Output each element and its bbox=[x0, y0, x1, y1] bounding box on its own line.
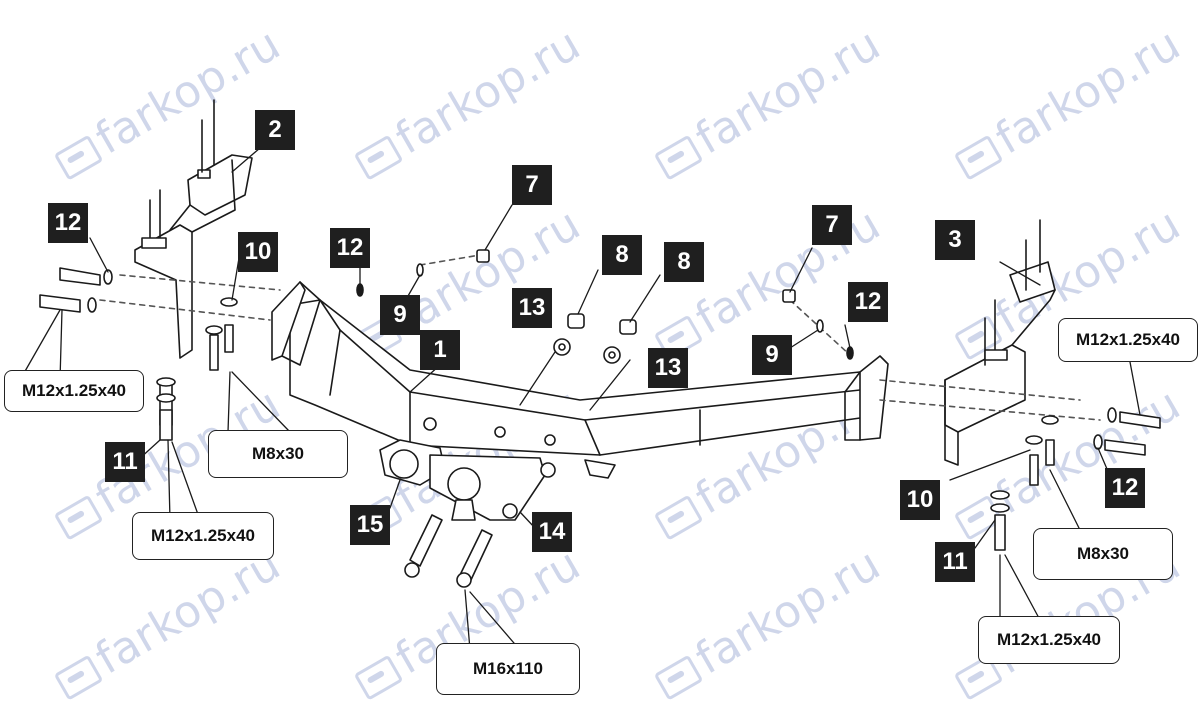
callout-part-3: 3 bbox=[935, 220, 975, 260]
callout-part-11: 11 bbox=[105, 442, 145, 482]
fastener-spec-label: M8x30 bbox=[1033, 528, 1173, 580]
callout-part-9: 9 bbox=[752, 335, 792, 375]
callout-part-8: 8 bbox=[664, 242, 704, 282]
small-hardware bbox=[356, 249, 854, 364]
right-bolts bbox=[990, 407, 1161, 551]
callout-part-13: 13 bbox=[648, 348, 688, 388]
callout-part-12: 12 bbox=[848, 282, 888, 322]
callout-part-1: 1 bbox=[420, 330, 460, 370]
crossbar-beam bbox=[289, 299, 881, 456]
callout-part-9: 9 bbox=[380, 295, 420, 335]
assembly-axes bbox=[99, 254, 1101, 421]
left-bolts bbox=[39, 267, 238, 441]
callout-part-14: 14 bbox=[532, 512, 572, 552]
tow-ball-assembly bbox=[379, 417, 616, 588]
fastener-spec-label: M8x30 bbox=[208, 430, 348, 478]
callout-part-12: 12 bbox=[330, 228, 370, 268]
fastener-spec-label: M12x1.25x40 bbox=[132, 512, 274, 560]
callout-part-7: 7 bbox=[512, 165, 552, 205]
callout-part-7: 7 bbox=[812, 205, 852, 245]
fastener-spec-label: M16x110 bbox=[436, 643, 580, 695]
left-end-plate bbox=[271, 281, 321, 366]
right-bracket bbox=[944, 219, 1056, 466]
fastener-spec-label: M12x1.25x40 bbox=[1058, 318, 1198, 362]
callout-part-10: 10 bbox=[238, 232, 278, 272]
callout-part-13: 13 bbox=[512, 288, 552, 328]
callout-part-11: 11 bbox=[935, 542, 975, 582]
callout-part-12: 12 bbox=[48, 203, 88, 243]
fastener-spec-label: M12x1.25x40 bbox=[978, 616, 1120, 664]
callout-part-8: 8 bbox=[602, 235, 642, 275]
callout-part-12: 12 bbox=[1105, 468, 1145, 508]
callout-part-2: 2 bbox=[255, 110, 295, 150]
callout-part-10: 10 bbox=[900, 480, 940, 520]
fastener-spec-label: M12x1.25x40 bbox=[4, 370, 144, 412]
left-bracket bbox=[134, 99, 253, 359]
callout-part-15: 15 bbox=[350, 505, 390, 545]
